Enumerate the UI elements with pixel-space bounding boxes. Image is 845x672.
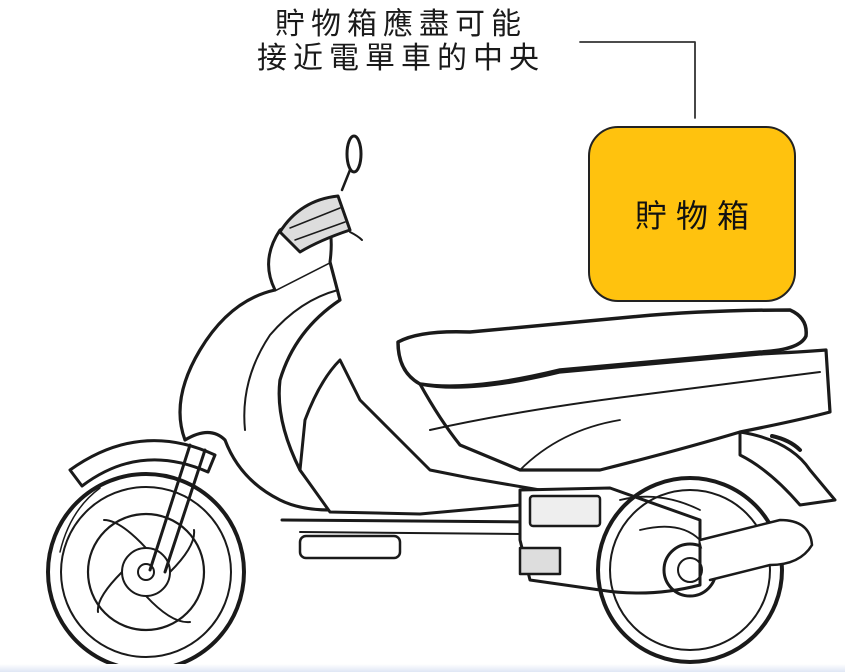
- leader-line: [579, 41, 696, 119]
- rear-fender: [738, 430, 837, 507]
- bottom-edge: [0, 664, 845, 672]
- storage-box: 貯物箱: [588, 126, 796, 302]
- rear-body: [418, 348, 832, 472]
- front-wheel: [46, 472, 246, 672]
- storage-box-label: 貯物箱: [634, 197, 758, 235]
- rear-wheel: [596, 476, 784, 664]
- annotation-line-1: 貯物箱應盡可能: [275, 7, 527, 42]
- exhaust: [698, 518, 814, 582]
- annotation-caption: 貯物箱應盡可能 接近電單車的中央: [236, 8, 566, 76]
- front-fender: [68, 439, 217, 488]
- annotation-line-2: 接近電單車的中央: [257, 41, 545, 76]
- front-fork: [148, 443, 207, 574]
- front-body: [178, 260, 342, 512]
- headlight: [278, 194, 352, 254]
